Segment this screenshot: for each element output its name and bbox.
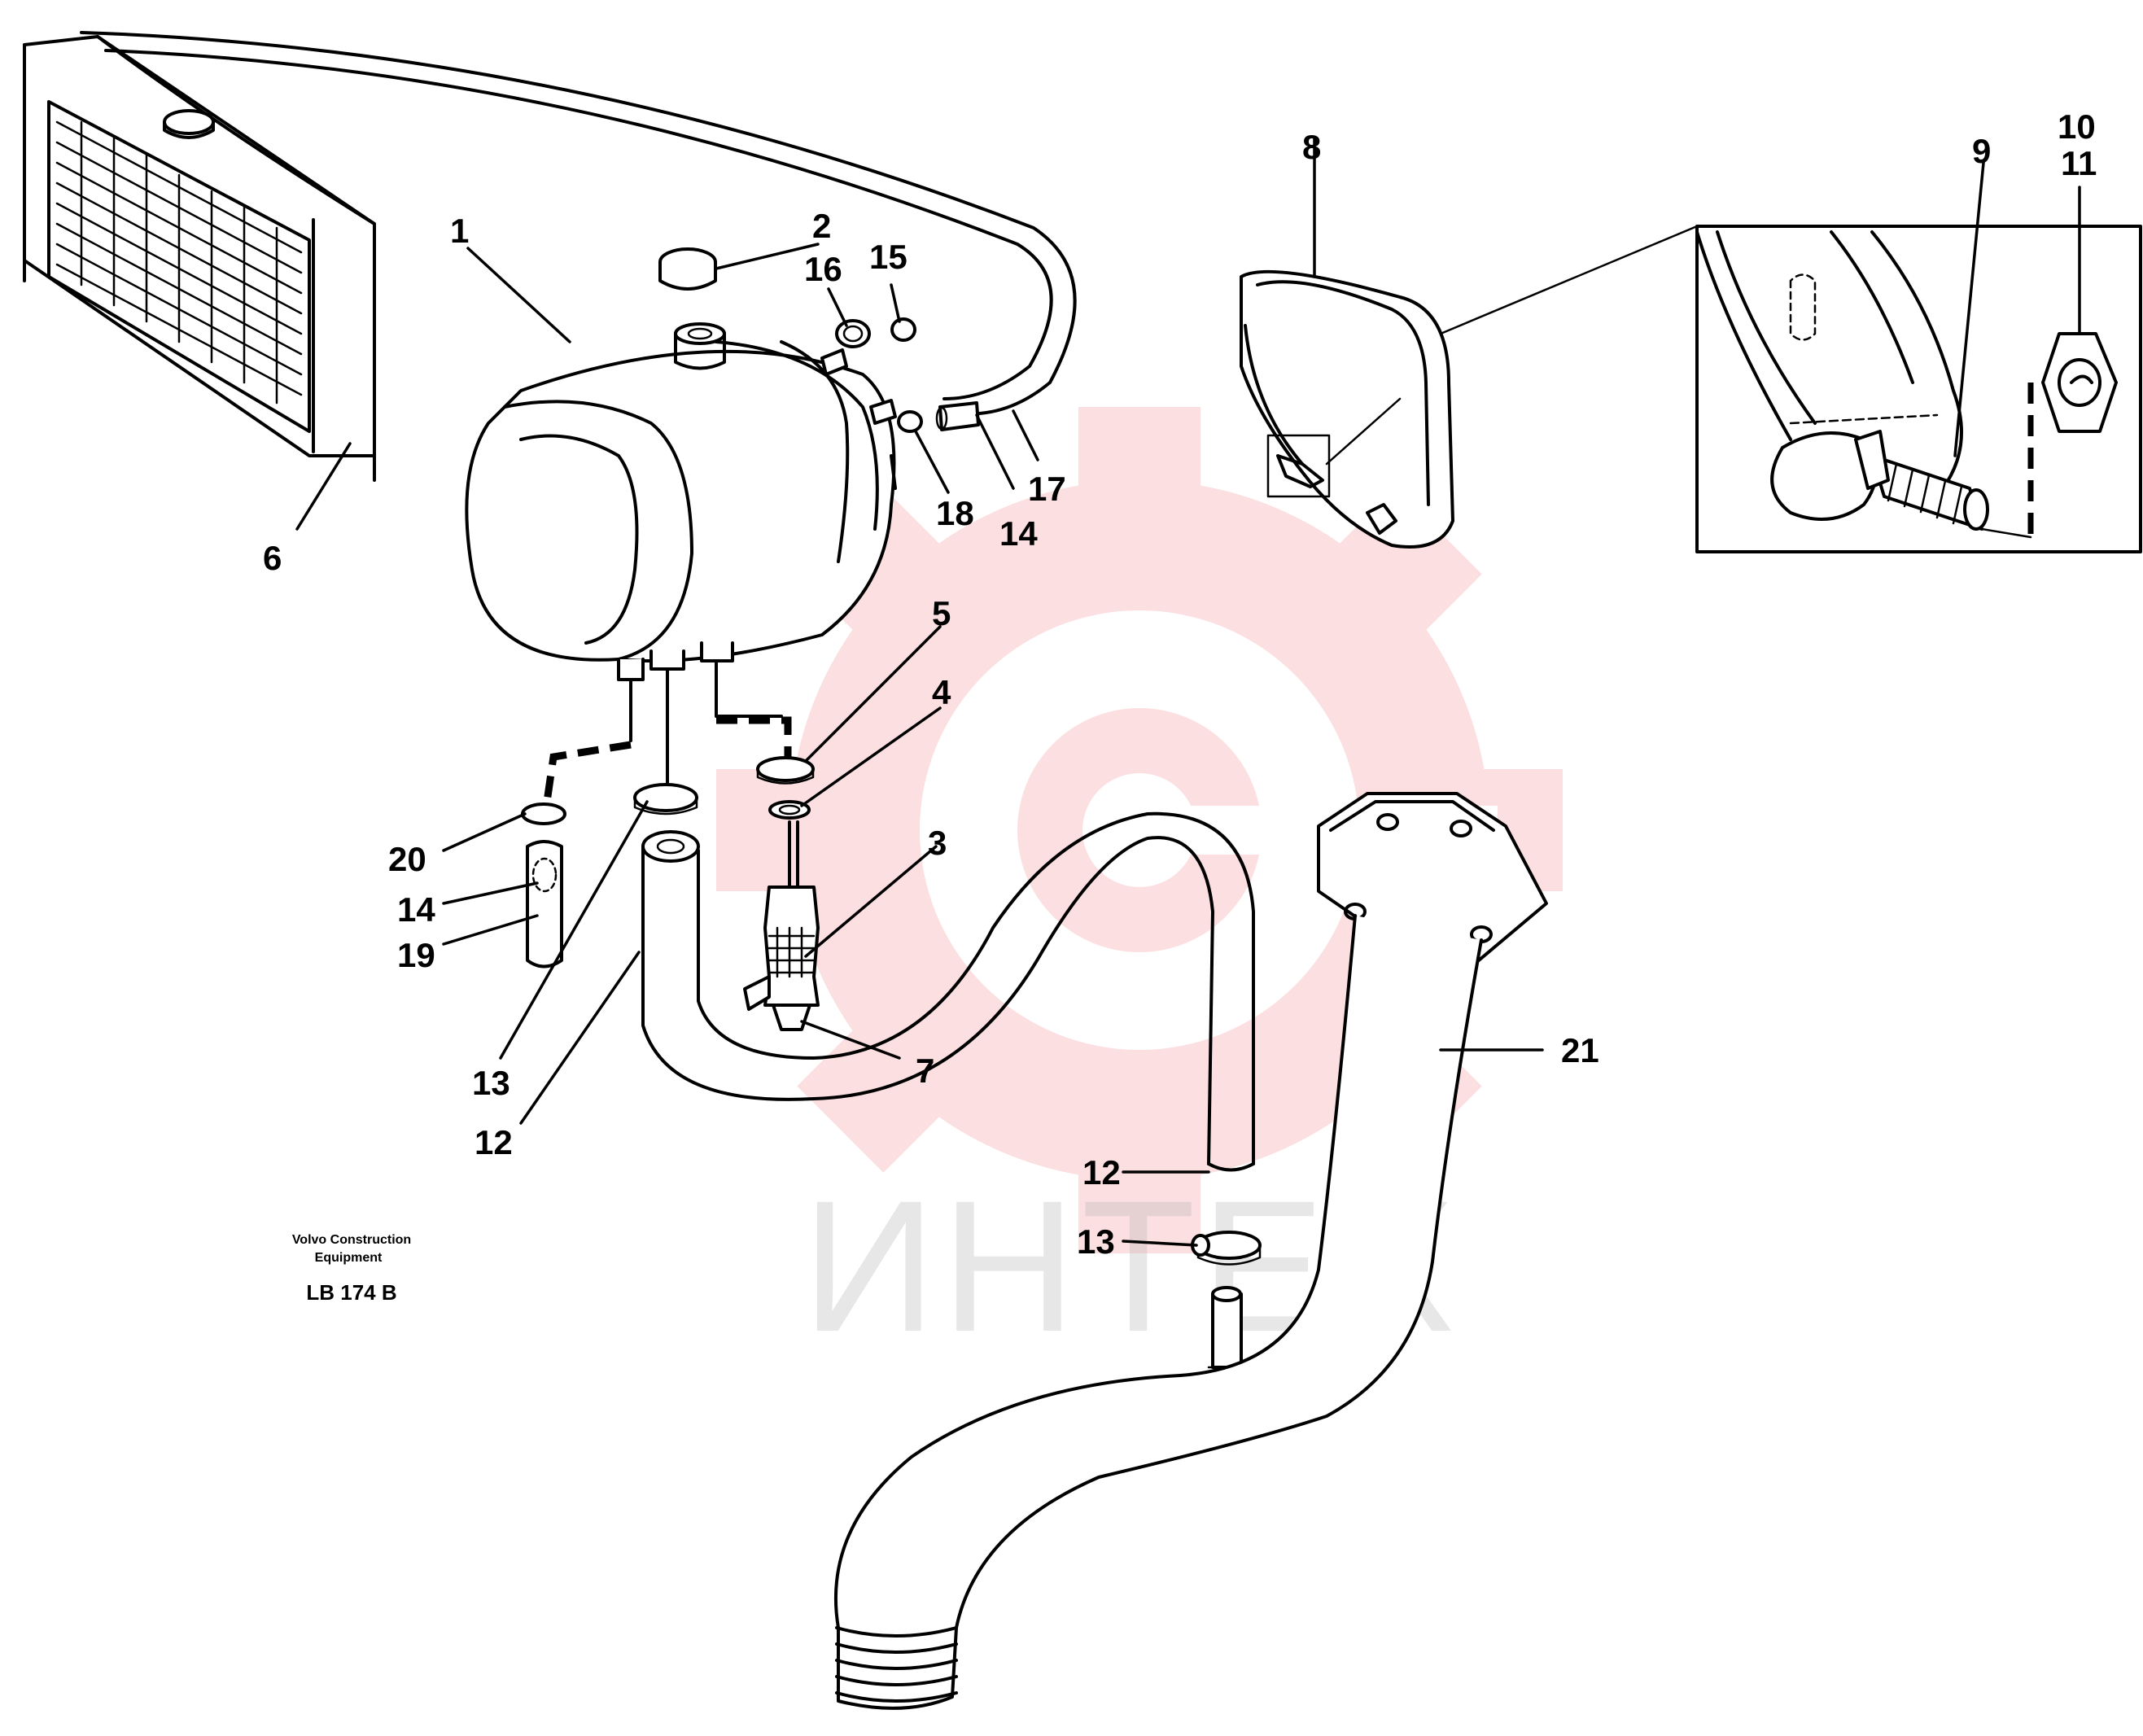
drawing-code: LB 174 B <box>306 1280 396 1305</box>
callout-18: 18 <box>936 494 974 532</box>
callout-19: 19 <box>397 936 435 974</box>
tank-outlet-lines <box>543 659 792 803</box>
callout-14-left: 14 <box>397 890 435 929</box>
short-hose <box>526 840 563 969</box>
callout-labels: 1 2 16 15 18 14 17 6 5 4 3 7 20 14 19 13… <box>263 107 2097 1261</box>
overflow-hose <box>80 31 1077 416</box>
callout-12-left: 12 <box>475 1123 513 1161</box>
pipe-stub <box>1207 1286 1247 1369</box>
callout-13-left: 13 <box>472 1064 510 1102</box>
large-coolant-pipe <box>834 792 1548 1710</box>
filler-cap <box>658 247 717 291</box>
leader-lines <box>295 137 2081 1247</box>
gear-tooth <box>1078 1139 1201 1253</box>
callout-20: 20 <box>388 840 426 878</box>
callout-13-right: 13 <box>1077 1222 1115 1261</box>
expansion-tank <box>465 322 897 681</box>
credit-line-1: Volvo Construction <box>292 1233 411 1247</box>
callout-2: 2 <box>812 207 831 245</box>
callout-6: 6 <box>263 539 282 577</box>
callout-15: 15 <box>869 238 907 276</box>
callout-12-right: 12 <box>1082 1153 1121 1192</box>
callout-1: 1 <box>450 212 469 250</box>
coolant-hose-main <box>641 811 1255 1172</box>
radiator <box>23 35 376 482</box>
callout-7: 7 <box>916 1052 934 1090</box>
hose-clamp-lower <box>1191 1231 1262 1266</box>
gear-tooth <box>1078 407 1201 521</box>
diagram-credit: Volvo Construction Equipment LB 174 B <box>292 1233 411 1305</box>
callout-3: 3 <box>928 824 947 862</box>
callout-5: 5 <box>932 594 951 632</box>
callout-10: 10 <box>2058 107 2096 146</box>
gear-tooth <box>716 769 830 891</box>
temperature-sender <box>743 820 820 1031</box>
callout-11: 11 <box>2061 144 2097 182</box>
callout-8: 8 <box>1302 128 1321 166</box>
callout-4: 4 <box>932 673 951 711</box>
gear-tooth <box>1314 488 1482 655</box>
callout-21: 21 <box>1561 1031 1599 1069</box>
detail-inset <box>1439 225 2142 553</box>
small-fittings <box>835 317 980 433</box>
callout-9: 9 <box>1972 132 1991 170</box>
callout-14-upper: 14 <box>999 514 1038 553</box>
rear-view-mirror <box>1240 269 1454 549</box>
hose-clamps <box>521 756 815 825</box>
credit-line-2: Equipment <box>315 1251 383 1265</box>
callout-17: 17 <box>1028 470 1066 508</box>
callout-16: 16 <box>804 250 842 288</box>
